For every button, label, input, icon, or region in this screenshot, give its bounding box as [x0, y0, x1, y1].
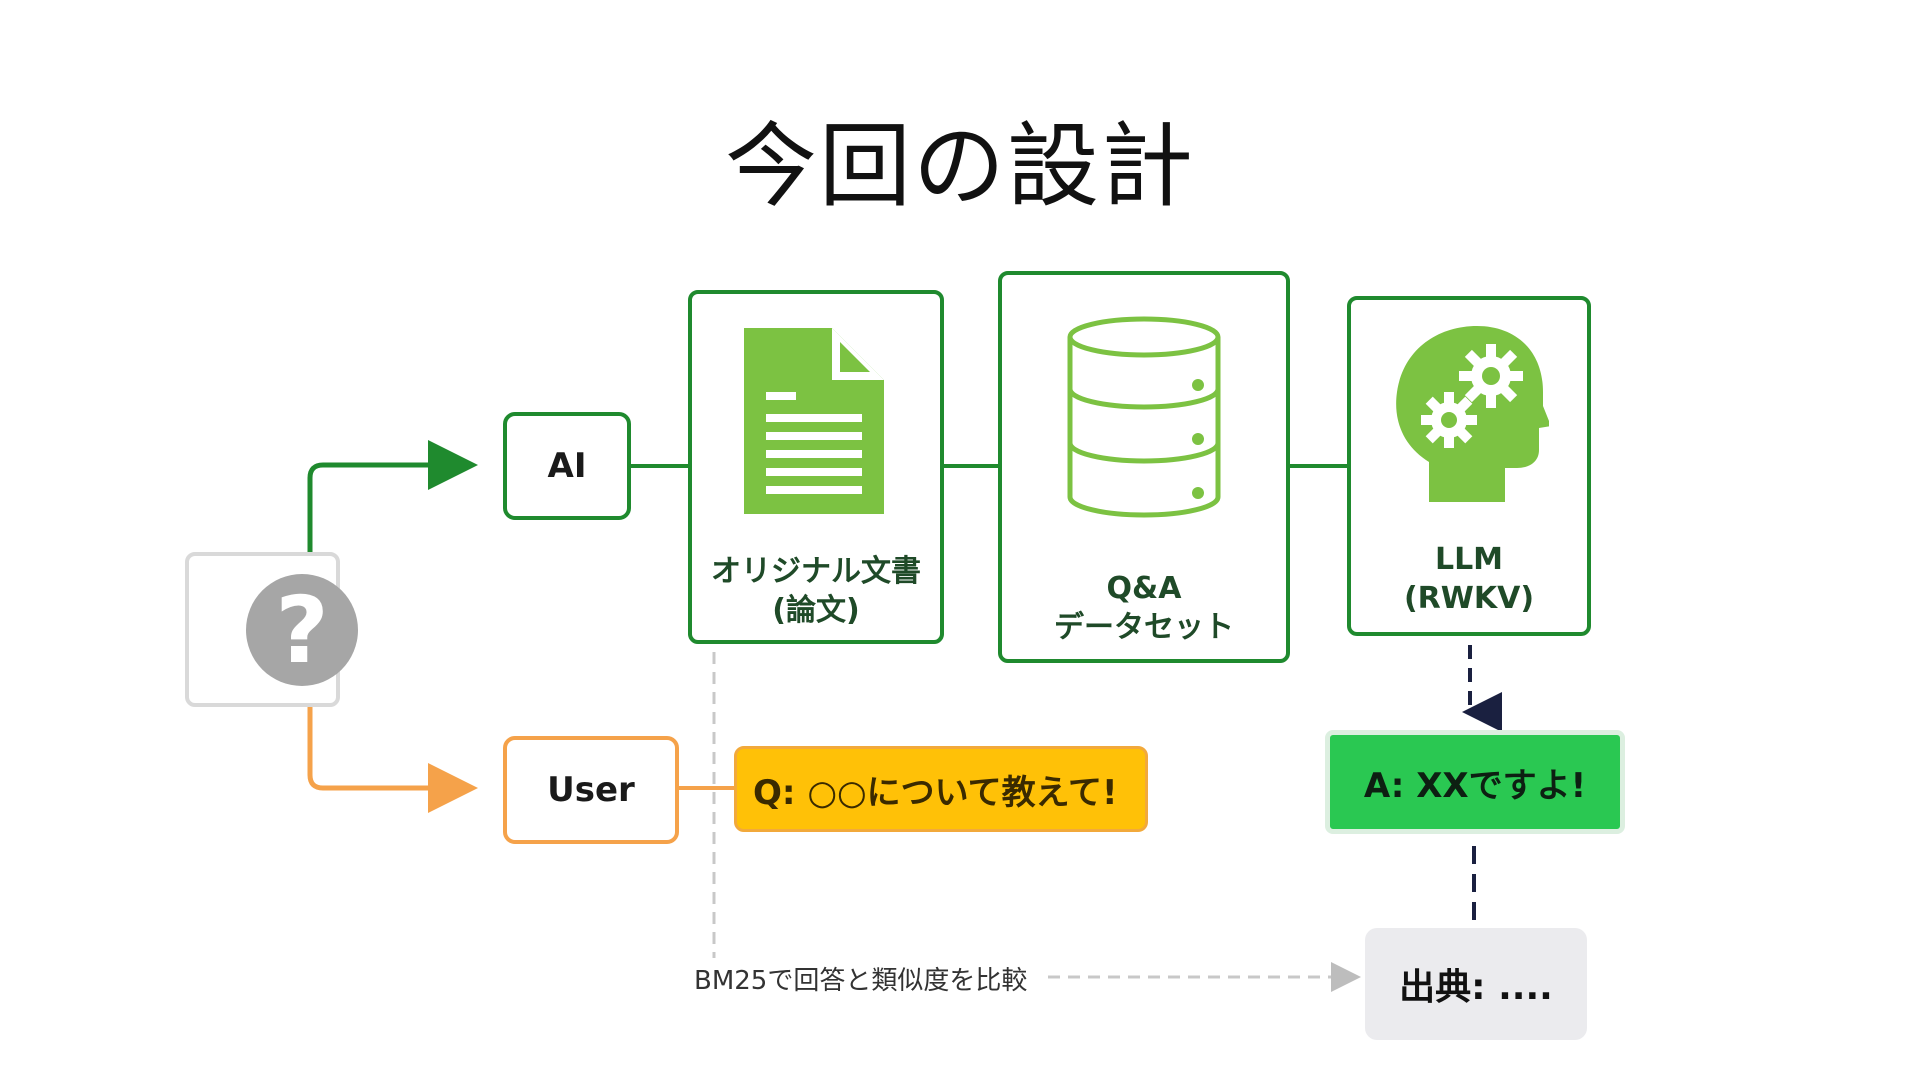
llm-label-line1: LLM [1434, 542, 1504, 577]
question-to-user-arrow [307, 707, 478, 813]
answer-bubble: A: XXですよ! [1325, 730, 1625, 834]
dataset-label-line1: Q&A [1106, 571, 1182, 606]
user-node: User [503, 736, 679, 844]
database-icon [1067, 316, 1221, 518]
original-document-node: オリジナル文書 (論文) [688, 290, 944, 644]
query-bubble: Q: ○○について教えて! [734, 746, 1148, 832]
dataset-label-line2: データセット [1054, 610, 1234, 645]
llm-node: LLM (RWKV) [1347, 296, 1591, 636]
llm-label-line2: (RWKV) [1403, 581, 1535, 616]
question-mark-icon: ? [246, 574, 358, 686]
bm25-annotation: BM25で回答と類似度を比較 [690, 960, 1032, 997]
slide-title: 今回の設計 [724, 113, 1195, 220]
question-node: ? [185, 552, 358, 707]
qa-dataset-node: Q&A データセット [998, 271, 1290, 663]
document-icon [744, 328, 884, 514]
source-box: 出典: .... [1365, 928, 1587, 1040]
document-label-line1: オリジナル文書 [711, 554, 921, 589]
head-gears-icon [1396, 326, 1549, 502]
ai-node: AI [503, 412, 631, 520]
question-to-ai-arrow [307, 440, 478, 552]
document-label-line2: (論文) [772, 593, 860, 628]
